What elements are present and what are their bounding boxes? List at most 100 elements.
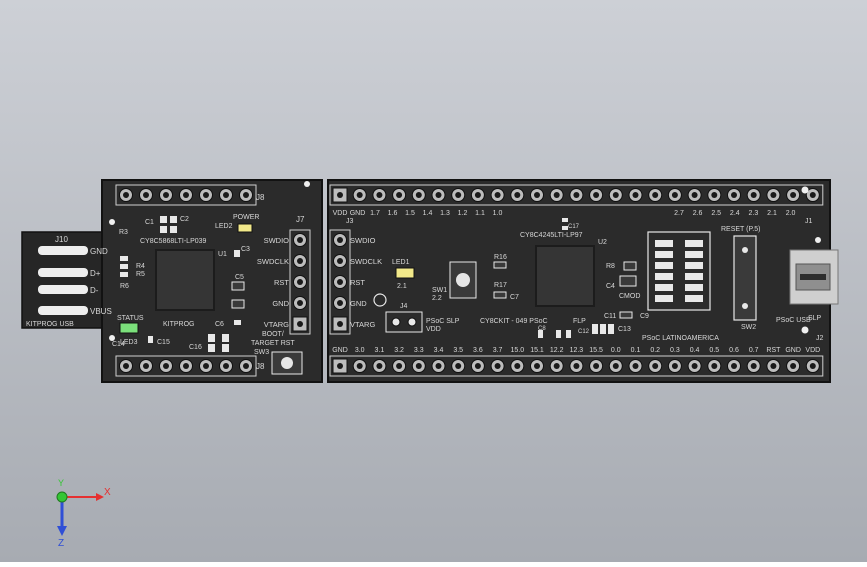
- pin-hole: [337, 363, 343, 369]
- ref-label: C6: [215, 321, 224, 328]
- pin-hole: [297, 279, 303, 285]
- pin-label: 2.3: [749, 210, 759, 217]
- soic-pad: [655, 251, 673, 258]
- component: [538, 330, 543, 338]
- pin-label: 1.5: [405, 210, 415, 217]
- boot-label: BOOT/: [262, 331, 284, 338]
- kitprog-bottom-header: [115, 355, 257, 377]
- cmod-label: CMOD: [619, 293, 640, 300]
- pin-hole: [790, 363, 797, 369]
- pin-hole: [297, 300, 303, 306]
- sw2-switch[interactable]: [733, 235, 757, 321]
- target-rst-button-cap[interactable]: [281, 357, 293, 369]
- pin-hole: [337, 192, 343, 198]
- header-outline: [289, 229, 311, 335]
- pin-label: 2.4: [730, 210, 740, 217]
- pin-hole: [183, 192, 189, 198]
- pin-hole: [474, 192, 481, 198]
- usb-pin-label: GND: [90, 247, 108, 256]
- header-outline: [115, 355, 257, 377]
- pin-hole: [163, 192, 169, 198]
- pin-hole: [337, 279, 343, 285]
- pin-hole: [790, 192, 797, 198]
- header-outline: [115, 184, 257, 206]
- component: [608, 324, 614, 334]
- usb-contact: [38, 306, 88, 315]
- component: [160, 216, 167, 223]
- ref-label: R16: [494, 254, 507, 261]
- pin-hole: [514, 192, 521, 198]
- pin-hole: [223, 192, 229, 198]
- pin-label: 2.0: [786, 210, 796, 217]
- ref-label: C1: [145, 219, 154, 226]
- component: [234, 250, 240, 257]
- pin-label: 1.1: [475, 210, 485, 217]
- pin-label: 1.4: [423, 210, 433, 217]
- pin-label: 2.1: [767, 210, 777, 217]
- pin-hole: [671, 192, 678, 198]
- sw1-pin: 2.2: [432, 295, 442, 302]
- target-chip-ref: U2: [598, 239, 607, 246]
- pin-hole: [652, 363, 659, 369]
- latam-label: PSoC LATINOAMERICA: [642, 335, 719, 342]
- usb-caption: KITPROG USB: [26, 321, 74, 328]
- vddio-label: VDD: [426, 326, 441, 333]
- pin-hole: [652, 192, 659, 198]
- mounting-hole: [801, 186, 809, 194]
- header-ref: J2: [816, 335, 824, 342]
- ref-label: C8: [538, 326, 546, 332]
- soic-pad: [685, 240, 703, 247]
- component: [148, 336, 153, 343]
- pin-hole: [337, 321, 343, 327]
- pin-label: RST: [274, 278, 289, 287]
- pin-hole: [474, 363, 481, 369]
- pin-label: SWDCLK: [350, 257, 382, 266]
- pin-hole: [612, 363, 619, 369]
- pin-hole: [593, 363, 600, 369]
- soic-pad: [655, 240, 673, 247]
- pin-label: GND: [332, 347, 348, 354]
- sw1-button-cap[interactable]: [456, 273, 470, 287]
- pin-hole: [809, 363, 816, 369]
- target-bottom-header: [329, 355, 824, 377]
- ref-label: C2: [180, 216, 189, 223]
- pin-label: 2.6: [693, 210, 703, 217]
- component: [170, 216, 177, 223]
- pin-label: 1.2: [458, 210, 468, 217]
- soic-pad: [685, 284, 703, 291]
- axis-z-label: Z: [58, 538, 64, 549]
- pin-hole: [356, 363, 363, 369]
- pin-label: 0.0: [611, 347, 621, 354]
- pin-hole: [455, 192, 462, 198]
- j4-pin: [391, 317, 401, 327]
- kitprog-chip-label: CY8C5868LTI-LP039: [140, 238, 207, 245]
- pin-hole: [632, 363, 639, 369]
- pin-hole: [593, 192, 600, 198]
- ref-label: C7: [510, 294, 519, 301]
- kitprog-board: GND D+ D- VBUS J10 KITPROG USB J8 J8 J7 …: [21, 179, 323, 383]
- ref-label: R8: [606, 263, 615, 270]
- pin-hole: [711, 192, 718, 198]
- sw1-label: SW1: [432, 287, 447, 294]
- ref-label: C3: [241, 246, 250, 253]
- component: [120, 272, 128, 277]
- pin-hole: [297, 258, 303, 264]
- pin-hole: [691, 363, 698, 369]
- x-axis-arrow: [96, 493, 104, 501]
- sw2-label: SW2: [741, 324, 756, 331]
- usb-pin-label: D-: [90, 286, 99, 295]
- pin-label: 12.2: [550, 347, 564, 354]
- component: [600, 324, 606, 334]
- soic-pad: [655, 284, 673, 291]
- pin-label: 1.3: [440, 210, 450, 217]
- pin-label: 12.3: [570, 347, 584, 354]
- pin-hole: [415, 192, 422, 198]
- pin-label: 0.3: [670, 347, 680, 354]
- pin-label: 3.2: [394, 347, 404, 354]
- component: [562, 218, 568, 222]
- pin-label: SWDCLK: [257, 257, 289, 266]
- ref-label: R3: [119, 229, 128, 236]
- usb-contact: [38, 246, 88, 255]
